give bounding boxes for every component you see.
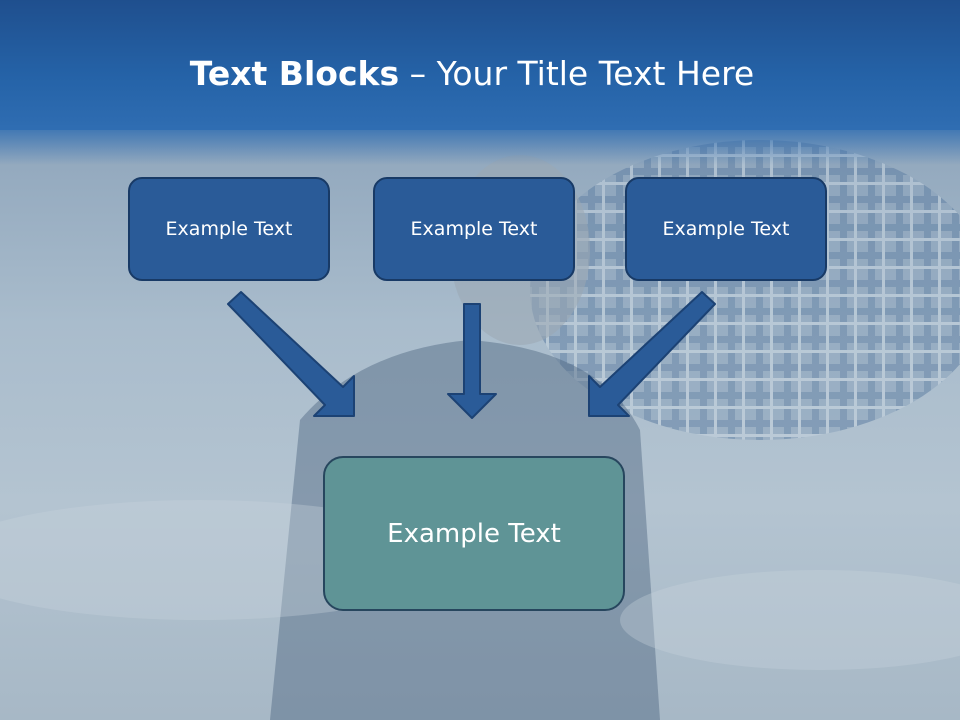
text-block-right-label: Example Text [662, 218, 790, 240]
text-block-left-label: Example Text [165, 218, 293, 240]
text-block-left[interactable]: Example Text [128, 177, 330, 281]
title-bold-part: Text Blocks [189, 54, 400, 93]
text-block-center[interactable]: Example Text [373, 177, 575, 281]
title-bar [0, 0, 960, 130]
title-dash: – [399, 54, 437, 93]
title-rest: Your Title Text Here [436, 54, 755, 93]
text-block-right[interactable]: Example Text [625, 177, 827, 281]
text-block-bottom[interactable]: Example Text [323, 456, 625, 611]
text-block-bottom-label: Example Text [387, 518, 561, 549]
title-bar-fade [0, 125, 960, 165]
text-block-center-label: Example Text [410, 218, 538, 240]
slide-title[interactable]: Text Blocks – Your Title Text Here [0, 52, 944, 96]
